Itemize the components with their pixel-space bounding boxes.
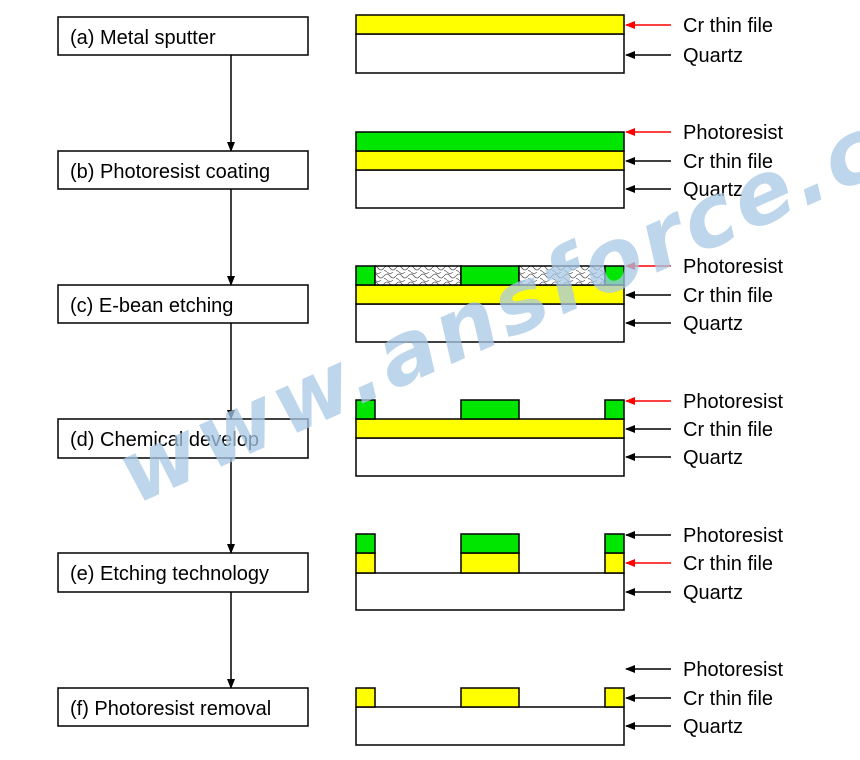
cross-section-a — [355, 14, 625, 74]
photoresist-segment — [460, 533, 520, 554]
quartz-substrate — [355, 706, 625, 746]
step-label-e: (e) Etching technology — [70, 563, 269, 585]
layer-label: Cr thin file — [683, 688, 773, 710]
layer-label: Cr thin file — [683, 285, 773, 307]
photoresist-segment — [355, 265, 376, 286]
step-label-d: (d) Chemical develop — [70, 429, 259, 451]
layer-label: Quartz — [683, 447, 743, 469]
step-label-a: (a) Metal sputter — [70, 27, 216, 49]
step-box-b: (b) Photoresist coating — [57, 150, 309, 190]
photoresist-segment — [604, 265, 625, 286]
cr-segment — [604, 552, 625, 574]
cross-section-b — [355, 131, 625, 209]
layer-label: Photoresist — [683, 122, 783, 144]
quartz-substrate — [355, 169, 625, 209]
layer-label: Cr thin file — [683, 419, 773, 441]
photoresist-segment — [355, 399, 376, 420]
cr-segment — [355, 687, 376, 708]
photoresist-layer — [355, 131, 625, 152]
cr-segment — [355, 552, 376, 574]
step-box-c: (c) E-bean etching — [57, 284, 309, 324]
cr-segment — [460, 687, 520, 708]
quartz-substrate — [355, 572, 625, 611]
step-box-e: (e) Etching technology — [57, 552, 309, 593]
quartz-substrate — [355, 303, 625, 343]
layer-label: Quartz — [683, 179, 743, 201]
layer-label: Quartz — [683, 313, 743, 335]
layer-label: Cr thin file — [683, 151, 773, 173]
step-box-f: (f) Photoresist removal — [57, 687, 309, 727]
cross-section-c — [355, 265, 625, 343]
layer-label: Photoresist — [683, 525, 783, 547]
cr-segment — [460, 552, 520, 574]
photoresist-segment — [460, 399, 520, 420]
photoresist-segment — [604, 399, 625, 420]
layer-label: Quartz — [683, 45, 743, 67]
layer-label: Quartz — [683, 582, 743, 604]
step-label-f: (f) Photoresist removal — [70, 698, 271, 720]
cr-segment — [604, 687, 625, 708]
layer-label: Photoresist — [683, 391, 783, 413]
quartz-substrate — [355, 437, 625, 477]
cross-section-f — [355, 687, 625, 746]
cr-layer — [355, 150, 625, 171]
photoresist-segment — [355, 533, 376, 554]
step-label-c: (c) E-bean etching — [70, 295, 233, 317]
photoresist-segment — [604, 533, 625, 554]
cr-layer — [355, 14, 625, 35]
cross-section-e — [355, 533, 625, 611]
cross-section-d — [355, 399, 625, 477]
layer-label: Photoresist — [683, 659, 783, 681]
step-box-d: (d) Chemical develop — [57, 418, 309, 459]
step-label-b: (b) Photoresist coating — [70, 161, 270, 183]
layer-label: Quartz — [683, 716, 743, 738]
step-box-a: (a) Metal sputter — [57, 16, 309, 56]
layer-label: Photoresist — [683, 256, 783, 278]
layer-label: Cr thin file — [683, 15, 773, 37]
cross-sections — [355, 14, 625, 746]
cr-layer — [355, 418, 625, 439]
quartz-substrate — [355, 33, 625, 74]
layer-label: Cr thin file — [683, 553, 773, 575]
step-boxes: (a) Metal sputter (b) Photoresist coatin… — [57, 16, 309, 727]
